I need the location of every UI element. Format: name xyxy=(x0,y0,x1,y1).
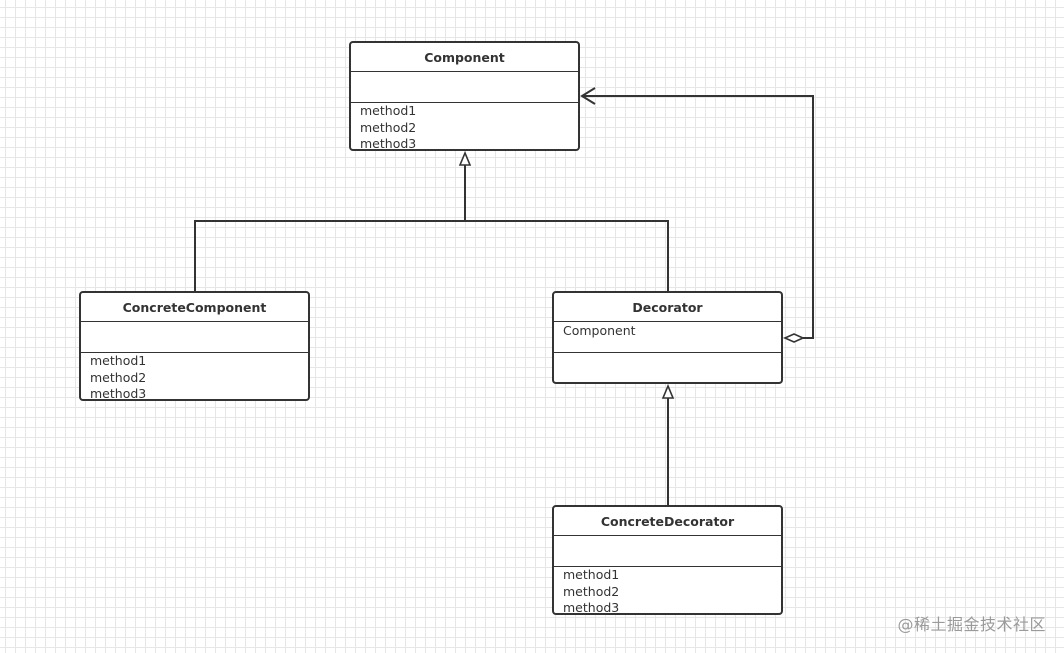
method-item: method2 xyxy=(563,583,620,599)
attributes-section xyxy=(554,536,781,567)
attribute-item: Component xyxy=(563,323,636,338)
aggregation-arrowhead xyxy=(580,87,596,105)
inheritance-line-concretecomponent xyxy=(194,220,465,292)
method-item: method3 xyxy=(360,136,417,151)
class-name: Decorator xyxy=(554,293,781,322)
method-item: method2 xyxy=(360,119,417,135)
class-decorator[interactable]: Decorator Component xyxy=(552,291,783,384)
method-item: method3 xyxy=(563,600,620,615)
method-item: method1 xyxy=(360,103,417,118)
class-concrete-component[interactable]: ConcreteComponent method1 method2 method… xyxy=(79,291,310,401)
method-item: method1 xyxy=(563,567,620,582)
class-name: ConcreteComponent xyxy=(81,293,308,322)
aggregation-diamond xyxy=(783,333,805,343)
watermark-text: @稀土掘金技术社区 xyxy=(897,615,1046,634)
class-concrete-decorator[interactable]: ConcreteDecorator method1 method2 method… xyxy=(552,505,783,615)
inheritance-line-decorator xyxy=(465,220,669,292)
attributes-section xyxy=(351,72,578,103)
methods-section: method1 method2 method3 xyxy=(81,353,308,403)
aggregation-line xyxy=(582,95,814,339)
method-item: method2 xyxy=(90,369,147,385)
inheritance-arrowhead-component xyxy=(458,150,472,166)
method-item: method3 xyxy=(90,386,147,401)
attributes-section xyxy=(81,322,308,353)
class-name: ConcreteDecorator xyxy=(554,507,781,536)
inheritance-arrowhead-decorator xyxy=(661,383,675,399)
class-name: Component xyxy=(351,43,578,72)
method-item: method1 xyxy=(90,353,147,368)
attributes-section: Component xyxy=(554,322,781,353)
methods-section: method1 method2 method3 xyxy=(351,103,578,153)
methods-section: method1 method2 method3 xyxy=(554,567,781,617)
class-component[interactable]: Component method1 method2 method3 xyxy=(349,41,580,151)
